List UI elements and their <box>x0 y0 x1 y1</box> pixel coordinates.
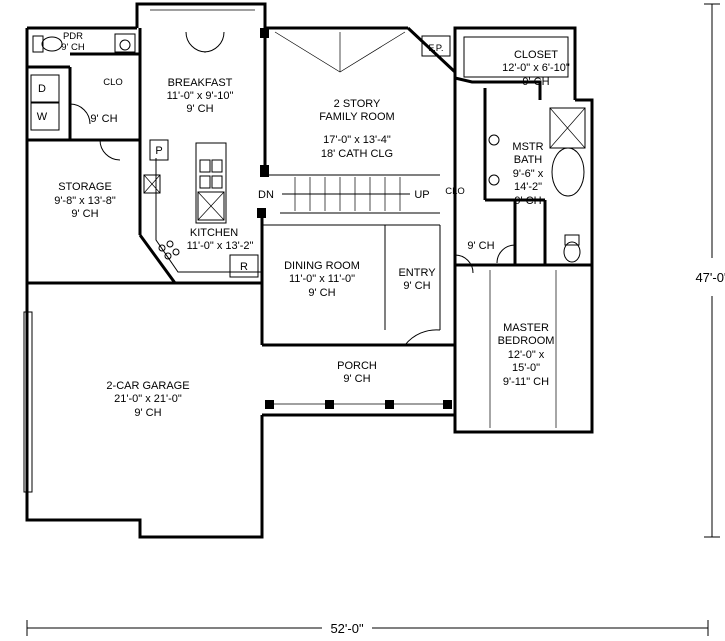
room-labels: PDR 9' CH CLO D W 9' CH BREAKFAST 11'-0"… <box>37 31 570 419</box>
master-size2: 15'-0" <box>512 362 540 374</box>
dining-size: 11'-0" x 11'-0" <box>289 273 355 285</box>
dimension-labels: 52'-0" 47'-0" <box>330 270 725 636</box>
family-size: 17'-0" x 13'-4" <box>323 134 391 146</box>
fixtures <box>23 9 586 493</box>
stair-treads <box>282 177 410 211</box>
entry-ch: 9' CH <box>403 280 430 292</box>
hall-ch: 9' CH <box>467 240 494 252</box>
family-name2: FAMILY ROOM <box>319 111 394 123</box>
kitchen-name: KITCHEN <box>190 227 238 239</box>
washer-label: W <box>37 111 48 123</box>
master-ch: 9'-11" CH <box>503 376 549 388</box>
exterior-walls <box>25 2 594 539</box>
clo-a-name: CLO <box>103 77 123 88</box>
interior-walls <box>27 28 592 432</box>
dimension-lines <box>26 3 720 636</box>
storage-size: 9'-8" x 13'-8" <box>54 195 116 207</box>
fridge-label: R <box>240 261 248 273</box>
dining-name: DINING ROOM <box>284 260 360 272</box>
porch-ch: 9' CH <box>343 373 370 385</box>
mstr-bath-ch: 9' CH <box>514 195 541 207</box>
closet-ch: 9' CH <box>522 76 549 88</box>
breakfast-name: BREAKFAST <box>168 77 233 89</box>
breakfast-size: 11'-0" x 9'-10" <box>167 90 234 102</box>
garage-size: 21'-0" x 21'-0" <box>114 393 182 405</box>
breakfast-ch: 9' CH <box>186 103 213 115</box>
closet-name: CLOSET <box>514 49 558 61</box>
width-dimension: 52'-0" <box>330 621 364 636</box>
dining-ch: 9' CH <box>308 287 335 299</box>
stairs-up: UP <box>414 189 429 201</box>
storage-name: STORAGE <box>58 181 112 193</box>
pdr-name: PDR <box>63 31 83 42</box>
fireplace-label: F.P. <box>428 43 443 54</box>
family-ch: 18' CATH CLG <box>321 148 393 160</box>
mstr-bath-name1: MSTR <box>512 141 543 153</box>
storage-ch: 9' CH <box>71 208 98 220</box>
dryer-label: D <box>38 83 46 95</box>
kitchen-size: 11'-0" x 13'-2" <box>187 240 254 252</box>
mstr-bath-size1: 9'-6" x <box>513 168 544 180</box>
porch-name: PORCH <box>337 360 377 372</box>
master-size1: 12'-0" x <box>508 349 545 361</box>
pdr-ch: 9' CH <box>61 42 85 53</box>
pantry-label: P <box>155 145 162 157</box>
clo-b-name: CLO <box>445 186 465 197</box>
garage-name: 2-CAR GARAGE <box>106 380 189 392</box>
depth-dimension: 47'-0" <box>695 270 725 285</box>
closet-size: 12'-0" x 6'-10" <box>502 62 570 74</box>
mstr-bath-name2: BATH <box>514 154 543 166</box>
laundry-ch: 9' CH <box>90 113 117 125</box>
garage-ch: 9' CH <box>134 407 161 419</box>
master-name2: BEDROOM <box>498 335 555 347</box>
master-name1: MASTER <box>503 322 549 334</box>
mstr-bath-size2: 14'-2" <box>514 181 542 193</box>
family-name1: 2 STORY <box>334 98 381 110</box>
entry-name: ENTRY <box>398 267 436 279</box>
stairs-dn: DN <box>258 189 274 201</box>
